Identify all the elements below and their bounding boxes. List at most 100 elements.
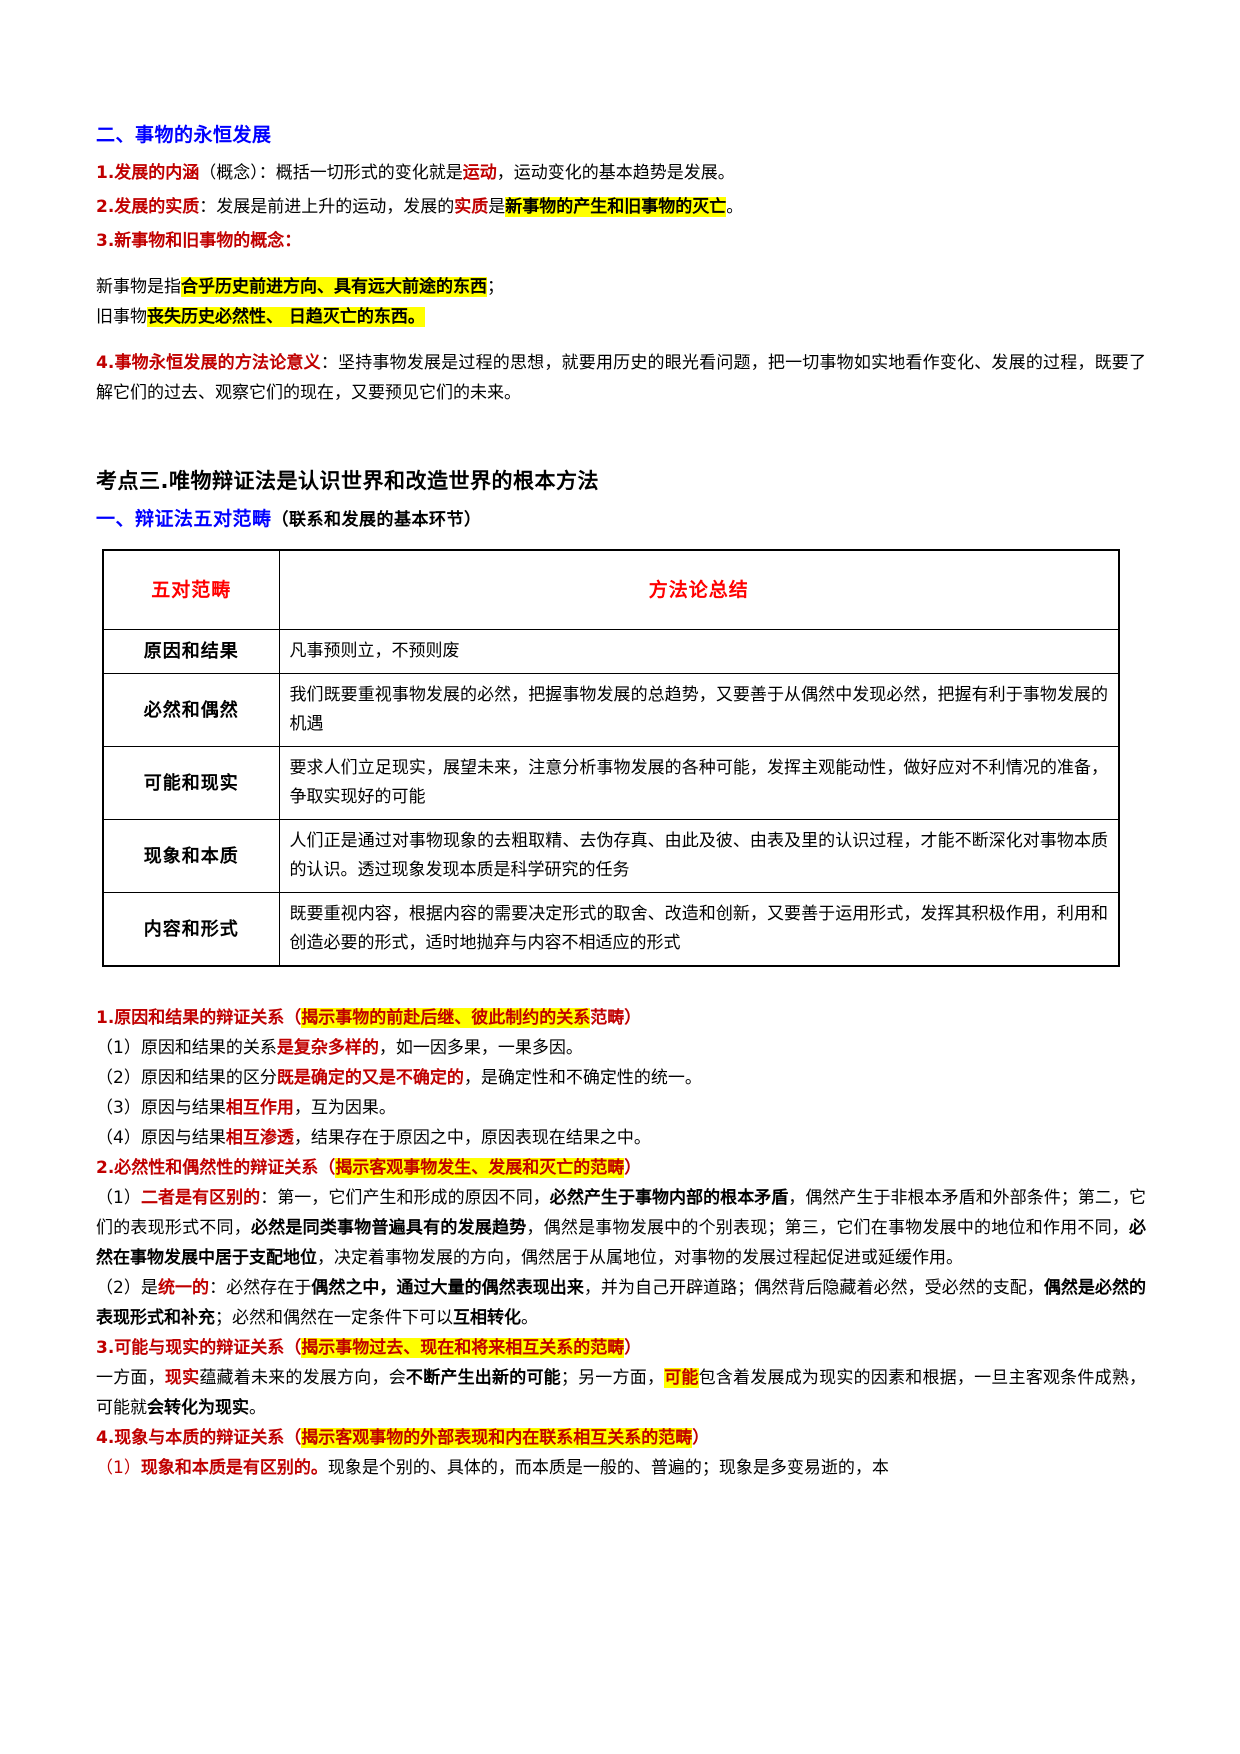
note-1-line-1-keyword: 是复杂多样的 — [276, 1038, 379, 1058]
note-1-line-2-post: ，是确定性和不确定性的统一。 — [463, 1068, 702, 1088]
item-3-label: 3.新事物和旧事物的概念： — [96, 231, 302, 251]
sub-heading-one-blue: 一、辩证法五对范畴 — [96, 508, 272, 530]
note-4-body: （1）现象和本质是有区别的。现象是个别的、具体的，而本质是一般的、普遍的；现象是… — [96, 1453, 1146, 1483]
table-cell-category: 原因和结果 — [102, 629, 280, 674]
table-row: 现象和本质 人们正是通过对事物现象的去粗取精、去伪存真、由此及彼、由表及里的认识… — [102, 819, 1120, 893]
note-2-p1-bold-3: 必然在事物发展中居于支配地位 — [96, 1218, 1147, 1268]
spacer-b — [96, 336, 1146, 348]
note-4-lead: （1） — [96, 1458, 141, 1478]
note-1-line-1: （1）原因和结果的关系是复杂多样的，如一因多果，一果多因。 — [96, 1033, 1146, 1063]
new-thing-suffix: ； — [487, 277, 504, 297]
table-cell-category: 可能和现实 — [102, 746, 280, 820]
note-2-p2-bold-2: 偶然是必然的表现形式和补充 — [96, 1278, 1147, 1328]
note-1-title-red: 1.原因和结果的辩证关系（ — [96, 1008, 302, 1028]
note-2-p2-c: ，并为自己开辟道路；偶然背后隐藏着必然，受必然的支配， — [583, 1278, 1044, 1298]
note-2-title-tail: ） — [624, 1158, 642, 1178]
note-2-paragraph-1: （1）二者是有区别的：第一，它们产生和形成的原因不同，必然产生于事物内部的根本矛… — [96, 1183, 1146, 1273]
note-2-p1-lead: （1） — [96, 1188, 141, 1208]
note-1-line-1-post: ，如一因多果，一果多因。 — [378, 1038, 583, 1058]
note-2-p1-bold-2: 必然是同类事物普遍具有的发展趋势 — [250, 1218, 527, 1238]
section-heading-two: 二、事物的永恒发展 — [96, 124, 272, 146]
note-3-title-red: 3.可能与现实的辩证关系（ — [96, 1338, 302, 1358]
new-thing-prefix: 新事物是指 — [96, 277, 181, 297]
paragraph-item-4: 4.事物永恒发展的方法论意义：坚持事物发展是过程的思想，就要用历史的眼光看问题，… — [96, 348, 1146, 408]
note-4-lead-keyword: 现象和本质是有区别的。 — [140, 1458, 328, 1478]
table-header-row: 五对范畴 方法论总结 — [102, 549, 1120, 630]
note-3-keyword-3: 可能 — [664, 1368, 699, 1388]
table-body: 原因和结果 凡事预则立，不预则废 必然和偶然 我们既要重视事物发展的必然，把握事… — [102, 629, 1120, 967]
note-3-keyword-2: 不断产生出新的可能 — [405, 1368, 561, 1388]
note-1-line-3-keyword: 相互作用 — [225, 1098, 294, 1118]
note-1-line-3-pre: （3）原因与结果 — [96, 1098, 226, 1118]
note-4-title-highlight: 揭示客观事物的外部表现和内在联系相互关系的范畴 — [301, 1428, 693, 1448]
note-1-line-4-pre: （4）原因与结果 — [96, 1128, 226, 1148]
table-cell-method: 人们正是通过对事物现象的去粗取精、去伪存真、由此及彼、由表及里的认识过程，才能不… — [278, 819, 1120, 893]
table-cell-category: 现象和本质 — [102, 819, 280, 893]
table-header-method: 方法论总结 — [278, 549, 1120, 630]
table-cell-method: 凡事预则立，不预则废 — [278, 629, 1120, 674]
old-thing-highlight: 丧失历史必然性、 日趋灭亡的东西。 — [147, 307, 425, 327]
note-1-line-4-keyword: 相互渗透 — [225, 1128, 294, 1148]
note-2-title-highlight: 揭示客观事物发生、发展和灭亡的范畴 — [335, 1158, 625, 1178]
old-thing-prefix: 旧事物 — [96, 307, 147, 327]
note-1-line-1-pre: （1）原因和结果的关系 — [96, 1038, 277, 1058]
note-3-title-highlight: 揭示事物过去、现在和将来相互关系的范畴 — [301, 1338, 625, 1358]
paragraph-item-1: 1.发展的内涵（概念）：概括一切形式的变化就是运动，运动变化的基本趋势是发展。 — [96, 158, 1146, 188]
note-1-line-2-keyword: 既是确定的又是不确定的 — [276, 1068, 464, 1088]
note-1-line-4-post: ，结果存在于原因之中，原因表现在结果之中。 — [293, 1128, 651, 1148]
table-head: 五对范畴 方法论总结 — [102, 549, 1120, 630]
note-2-p1-d: ，偶然是事物发展中的个别表现；第三，它们在事物发展中的地位和作用不同， — [526, 1218, 1130, 1238]
item-1-text-a: （概念）：概括一切形式的变化就是 — [199, 163, 463, 183]
note-3-body-d: 包含着发展成为现实的因素和根据，一旦主客观条件成熟，可能就 — [96, 1368, 1147, 1418]
note-2-p2-e: 。 — [521, 1308, 538, 1328]
item-2-keyword: 实质 — [454, 197, 489, 217]
table-row: 原因和结果 凡事预则立，不预则废 — [102, 629, 1120, 674]
table-header-category: 五对范畴 — [102, 549, 280, 630]
item-2-highlight: 新事物的产生和旧事物的灭亡 — [505, 197, 727, 217]
note-2-title-red: 2.必然性和偶然性的辩证关系（ — [96, 1158, 336, 1178]
paragraph-new-thing: 新事物是指合乎历史前进方向、具有远大前途的东西； — [96, 272, 1146, 302]
note-4-title: 4.现象与本质的辩证关系（揭示客观事物的外部表现和内在联系相互关系的范畴） — [96, 1423, 1146, 1453]
note-2-p2-lead: （2）是 — [96, 1278, 158, 1298]
note-3-title-tail: ） — [624, 1338, 642, 1358]
five-categories-table: 五对范畴 方法论总结 原因和结果 凡事预则立，不预则废 必然和偶然 我们既要重视… — [102, 549, 1120, 967]
note-3-body-a: 一方面， — [96, 1368, 165, 1388]
note-2-p1-a: ：第一，它们产生和形成的原因不同， — [260, 1188, 550, 1208]
note-2-p2-bold-3: 互相转化 — [453, 1308, 521, 1328]
note-1-title: 1.原因和结果的辩证关系（揭示事物的前赴后继、彼此制约的关系范畴） — [96, 1003, 1146, 1033]
note-2-p2-a: ：必然存在于 — [209, 1278, 312, 1298]
note-2-paragraph-2: （2）是统一的：必然存在于偶然之中，通过大量的偶然表现出来，并为自己开辟道路；偶… — [96, 1273, 1146, 1333]
note-3-body-c: ；另一方面， — [560, 1368, 665, 1388]
item-4-body: ：坚持事物发展是过程的思想，就要用历史的眼光看问题，把一切事物如实地看作变化、发… — [96, 353, 1146, 403]
note-3-body-b: 蕴藏着未来的发展方向，会 — [199, 1368, 406, 1388]
note-1-line-3: （3）原因与结果相互作用，互为因果。 — [96, 1093, 1146, 1123]
paragraph-item-3-label: 3.新事物和旧事物的概念： — [96, 226, 1146, 256]
spacer-after-table — [96, 977, 1146, 1003]
table-cell-method: 要求人们立足现实，展望未来，注意分析事物发展的各种可能，发挥主观能动性，做好应对… — [278, 746, 1120, 820]
note-1-line-2: （2）原因和结果的区分既是确定的又是不确定的，是确定性和不确定性的统一。 — [96, 1063, 1146, 1093]
item-2-label: 2.发展的实质 — [96, 197, 200, 217]
note-4-title-red: 4.现象与本质的辩证关系（ — [96, 1428, 302, 1448]
table-row: 内容和形式 既要重视内容，根据内容的需要决定形式的取舍、改造和创新，又要善于运用… — [102, 892, 1120, 967]
sub-heading-one-plain: （联系和发展的基本环节） — [271, 510, 482, 530]
note-2-title: 2.必然性和偶然性的辩证关系（揭示客观事物发生、发展和灭亡的范畴） — [96, 1153, 1146, 1183]
note-2-p1-lead-keyword: 二者是有区别的 — [140, 1188, 261, 1208]
note-4-rest: 现象是个别的、具体的，而本质是一般的、普遍的；现象是多变易逝的，本 — [327, 1458, 889, 1478]
note-1-line-2-pre: （2）原因和结果的区分 — [96, 1068, 277, 1088]
item-1-label: 1.发展的内涵 — [96, 163, 200, 183]
note-1-title-highlight: 揭示事物的前赴后继、彼此制约的关系 — [301, 1008, 591, 1028]
document-content: 二、事物的永恒发展 1.发展的内涵（概念）：概括一切形式的变化就是运动，运动变化… — [96, 120, 1146, 1483]
spacer-section — [96, 412, 1146, 464]
note-3-body-e: 。 — [249, 1398, 266, 1418]
table-cell-category: 内容和形式 — [102, 892, 280, 967]
note-1-line-4: （4）原因与结果相互渗透，结果存在于原因之中，原因表现在结果之中。 — [96, 1123, 1146, 1153]
spacer-a — [96, 260, 1146, 272]
paragraph-old-thing: 旧事物丧失历史必然性、 日趋灭亡的东西。 — [96, 302, 1146, 332]
note-2-p2-d: ；必然和偶然在一定条件下可以 — [215, 1308, 453, 1328]
item-2-text-a: ：发展是前进上升的运动，发展的 — [199, 197, 455, 217]
sub-heading-one: 一、辩证法五对范畴（联系和发展的基本环节） — [96, 504, 1146, 535]
table-cell-method: 既要重视内容，根据内容的需要决定形式的取舍、改造和创新，又要善于运用形式，发挥其… — [278, 892, 1120, 967]
note-2-p1-e: ，决定着事物发展的方向，偶然居于从属地位，对事物的发展过程起促进或延缓作用。 — [317, 1248, 963, 1268]
table-row: 可能和现实 要求人们立足现实，展望未来，注意分析事物发展的各种可能，发挥主观能动… — [102, 746, 1120, 820]
